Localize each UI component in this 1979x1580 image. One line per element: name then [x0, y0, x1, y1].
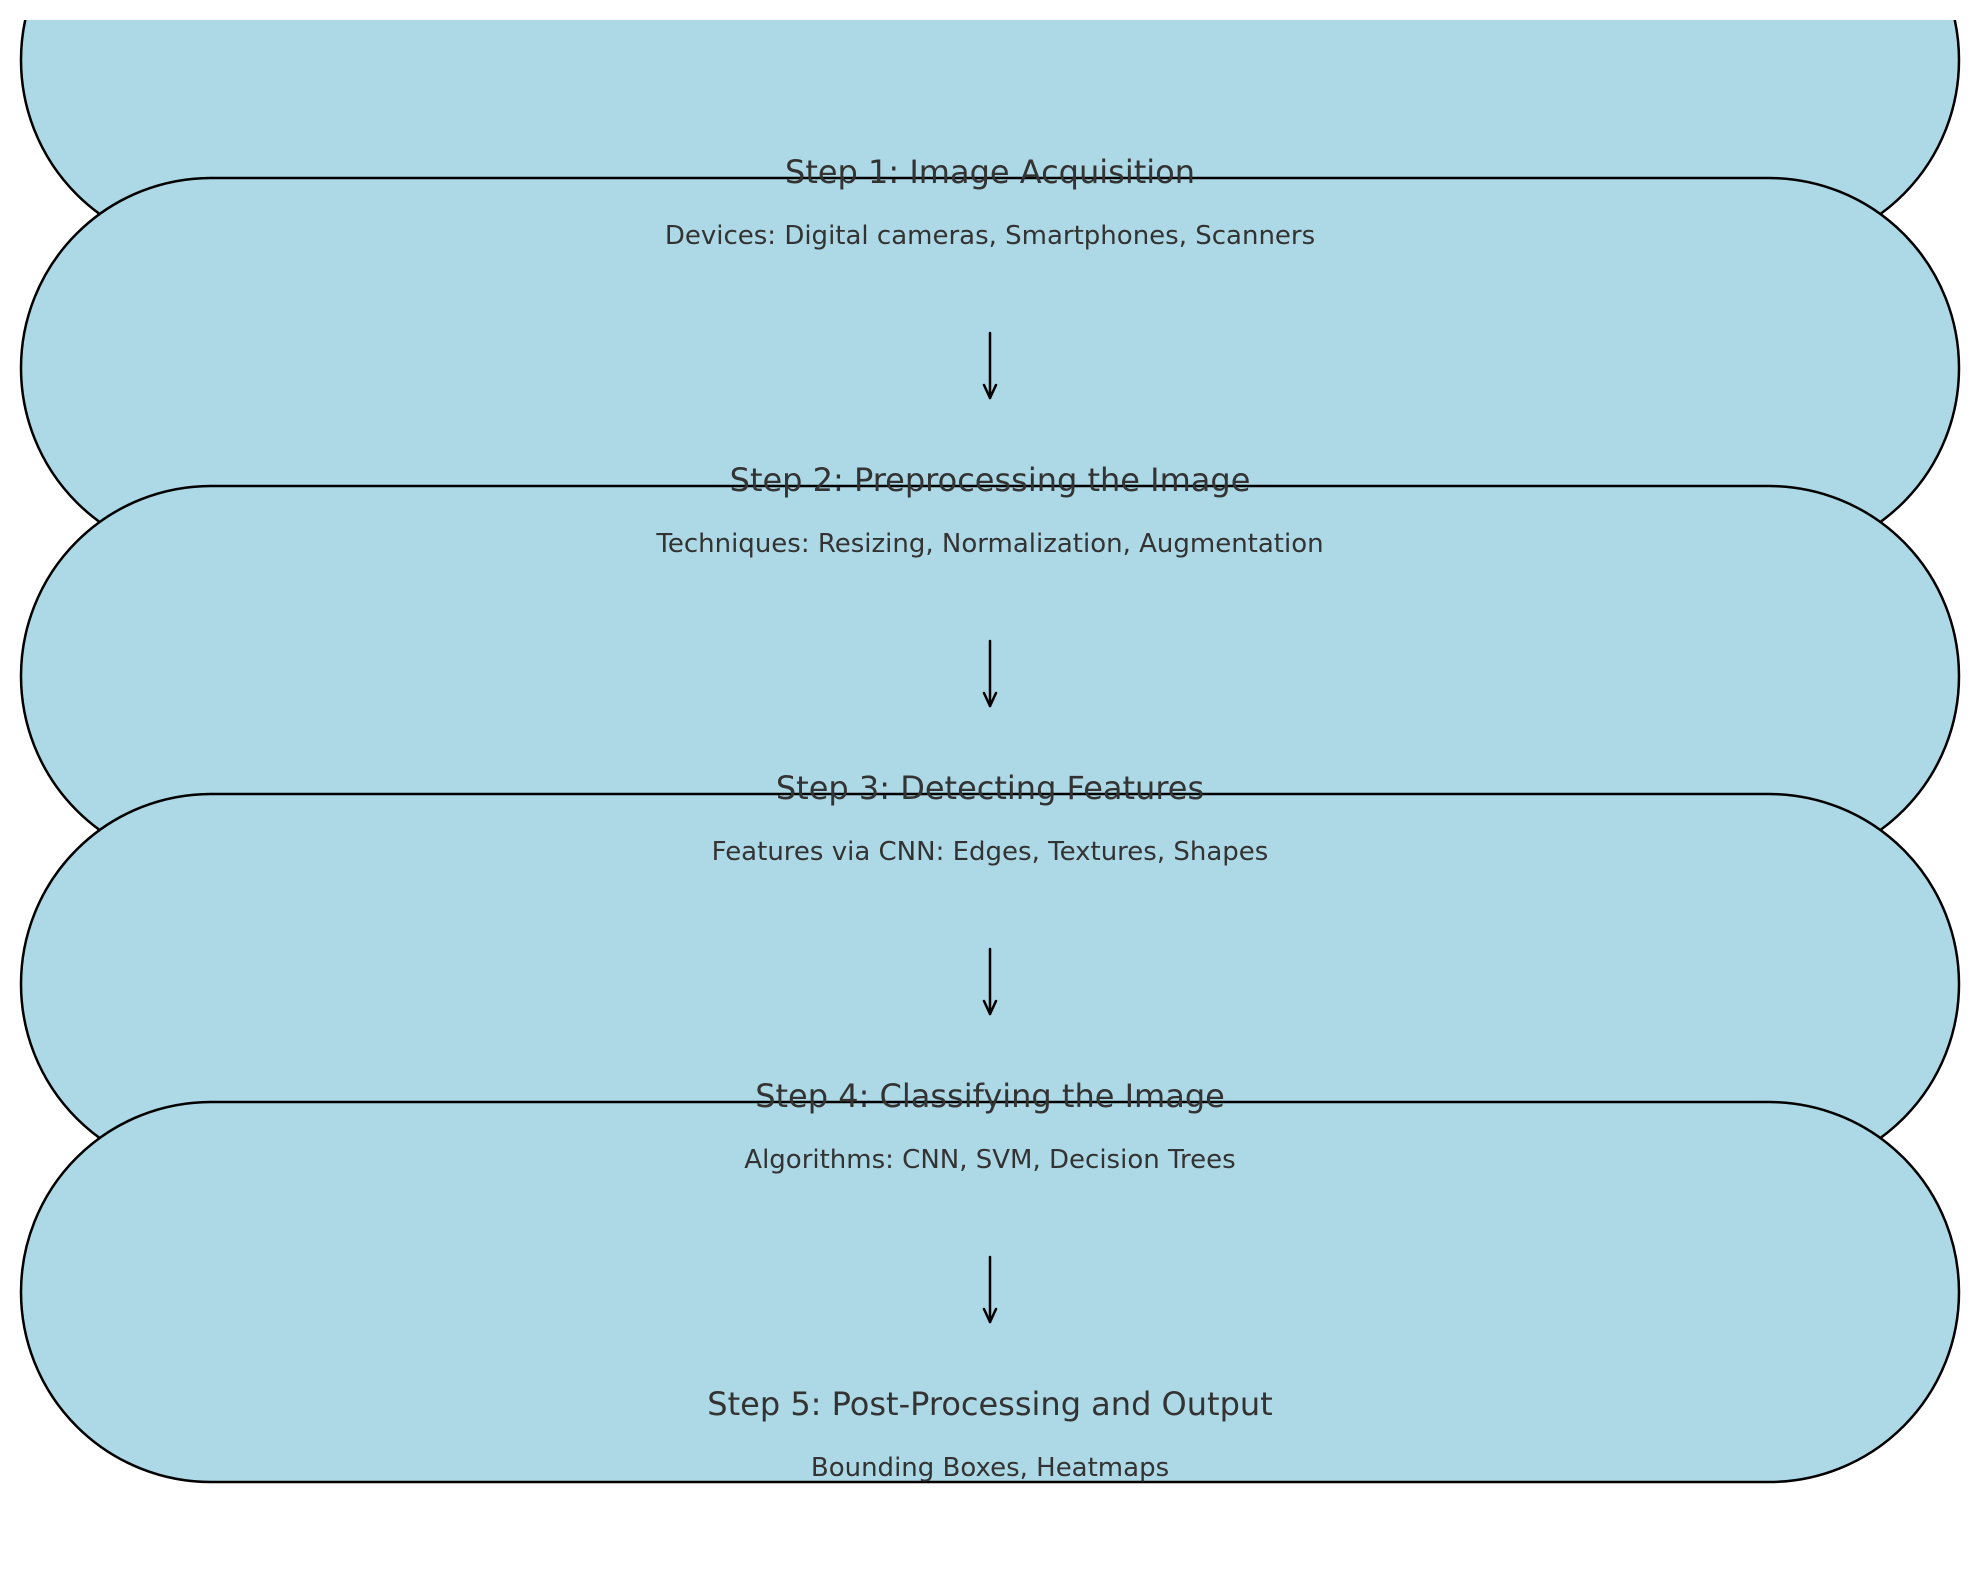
- arrow-2-to-3: [982, 639, 998, 708]
- step-2-detail: Techniques: Resizing, Normalization, Aug…: [655, 529, 1323, 559]
- step-3-detail: Features via CNN: Edges, Textures, Shape…: [712, 837, 1269, 867]
- arrow-4-to-5: [982, 1255, 998, 1324]
- step-2-title: Step 2: Preprocessing the Image: [730, 461, 1251, 499]
- step-5-detail: Bounding Boxes, Heatmaps: [811, 1453, 1169, 1483]
- step-1-detail: Devices: Digital cameras, Smartphones, S…: [665, 221, 1315, 251]
- step-4-detail: Algorithms: CNN, SVM, Decision Trees: [744, 1145, 1235, 1175]
- arrow-3-to-4: [982, 947, 998, 1016]
- step-4-title: Step 4: Classifying the Image: [755, 1077, 1225, 1115]
- step-3-title: Step 3: Detecting Features: [776, 769, 1204, 807]
- step-1-title: Step 1: Image Acquisition: [785, 153, 1195, 191]
- arrow-1-to-2: [982, 331, 998, 400]
- step-5-title: Step 5: Post-Processing and Output: [707, 1385, 1272, 1423]
